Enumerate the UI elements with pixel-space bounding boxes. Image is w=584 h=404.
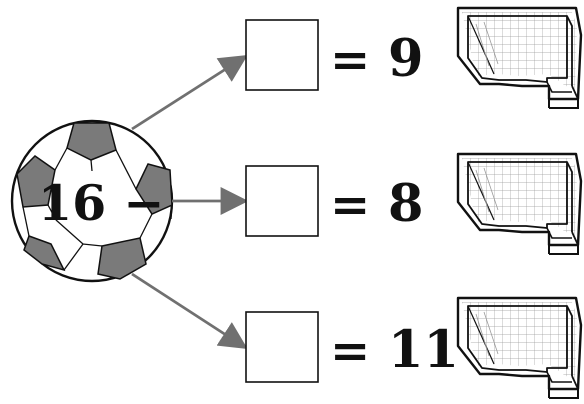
- answer-box-3[interactable]: [245, 311, 319, 383]
- equation-row-1: = 9: [245, 6, 583, 110]
- result-value-1: 9: [388, 29, 424, 89]
- ball-panel: [66, 122, 117, 161]
- arrow-icon: [131, 54, 248, 131]
- equals-sign-2: =: [330, 177, 370, 233]
- equals-sign-1: =: [330, 32, 370, 88]
- equation-row-2: = 8: [245, 152, 583, 256]
- ball-panel: [135, 163, 173, 215]
- ball-expression: 16 −: [38, 174, 164, 232]
- answer-box-1[interactable]: [245, 19, 319, 91]
- equals-sign-3: =: [330, 323, 370, 379]
- soccer-goal-icon: [456, 6, 583, 110]
- soccer-goal-icon: [456, 296, 583, 400]
- ball-seam: [22, 147, 173, 271]
- equation-row-3: = 11: [245, 296, 583, 400]
- result-value-2: 8: [388, 174, 424, 234]
- ball-panel: [97, 237, 147, 280]
- arrows: [131, 54, 249, 350]
- soccer-ball: [10, 119, 174, 283]
- arrow-icon: [131, 272, 248, 350]
- ball-panel: [23, 235, 66, 272]
- soccer-goal-icon: [456, 152, 583, 256]
- result-value-3: 11: [388, 320, 459, 380]
- answer-box-2[interactable]: [245, 165, 319, 237]
- ball-panel: [16, 155, 56, 208]
